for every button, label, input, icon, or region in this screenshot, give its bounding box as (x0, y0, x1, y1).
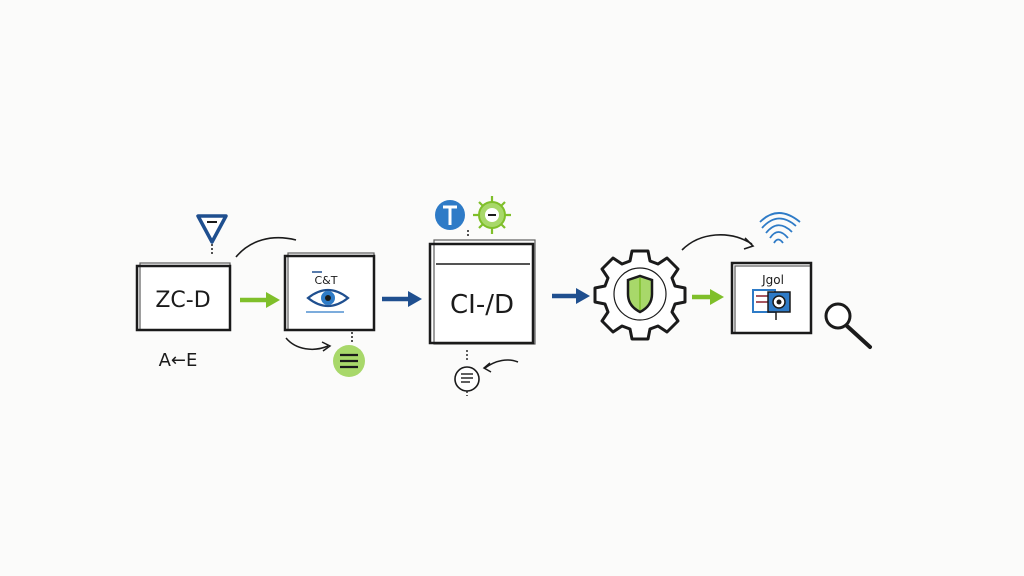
node-scan-label: C&T (315, 274, 338, 287)
document-icon (454, 350, 480, 396)
node-ci-d-label: CI-/D (450, 290, 514, 320)
camera-icon (752, 289, 791, 320)
eye-icon (306, 288, 350, 313)
arrow-2 (382, 291, 422, 307)
magnifier-icon (824, 302, 872, 349)
virus-badge-icon (473, 196, 511, 234)
node-security-gear (593, 249, 687, 341)
connector-curve-3 (484, 359, 519, 369)
connector-curve-2 (285, 337, 329, 351)
arrow-1 (240, 292, 280, 308)
shield-icon (626, 274, 654, 314)
arrow-4 (692, 289, 724, 305)
connector-curve-1 (235, 236, 297, 258)
list-badge-icon (333, 332, 365, 377)
node-ci-d: CI-/D (428, 239, 536, 345)
node-monitor-label: Jgol (761, 273, 784, 287)
node-monitor: Jgol (730, 261, 813, 335)
diamond-pin-icon (196, 214, 228, 256)
node-zc-d-sublabel: A←E (159, 350, 198, 371)
node-zc-d: ZC-D (135, 262, 232, 332)
arrow-3 (552, 288, 590, 304)
node-scan: C&T (283, 252, 376, 332)
node-zc-d-label: ZC-D (155, 288, 210, 313)
fingerprint-icon (759, 212, 801, 244)
t-badge-icon (435, 200, 469, 238)
connector-curve-4 (681, 234, 753, 251)
